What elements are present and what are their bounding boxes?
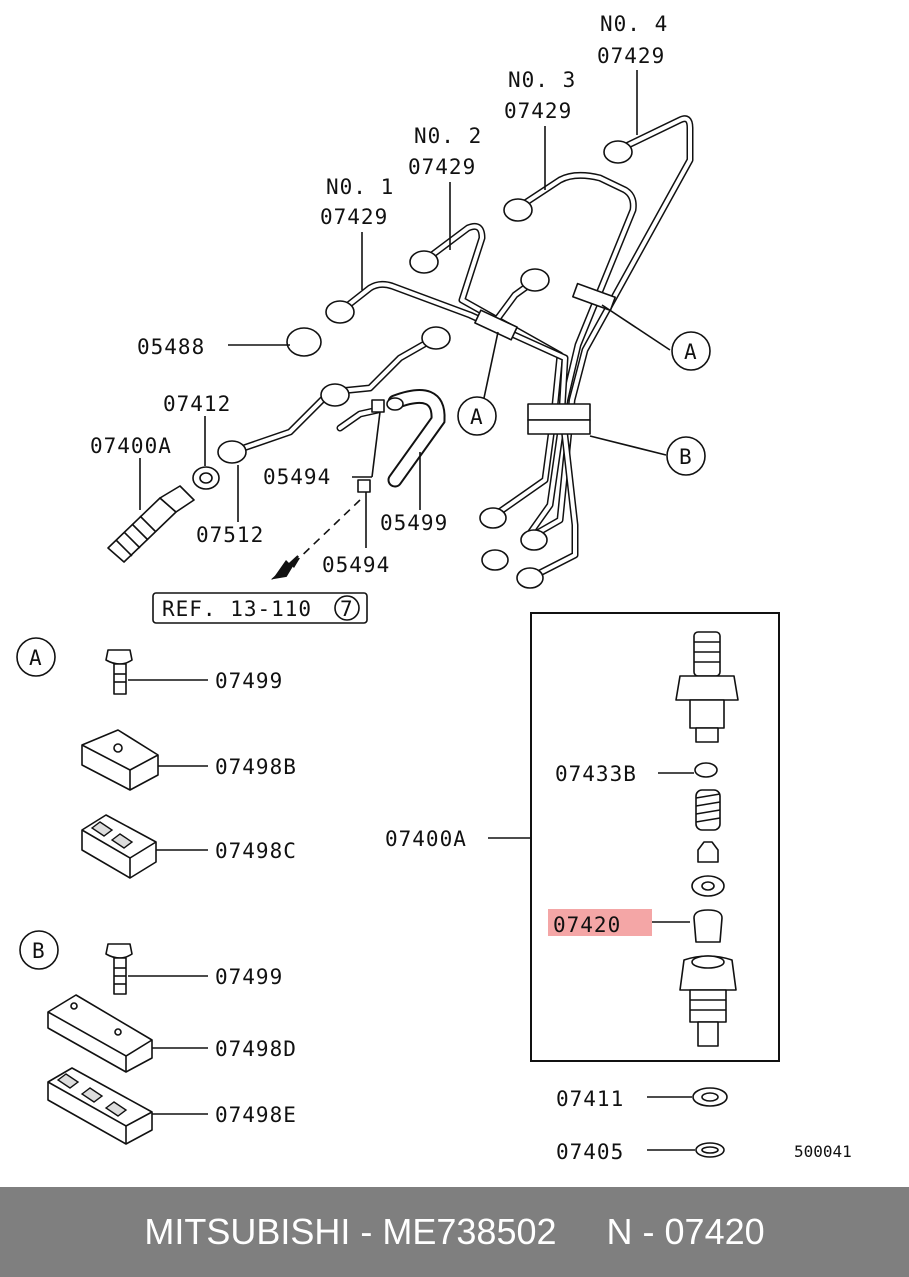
footer-brand: MITSUBISHI (144, 1211, 351, 1252)
label-07498e: 07498E (215, 1103, 297, 1127)
ref-arrow-head-icon (272, 558, 300, 580)
label-07405: 07405 (556, 1140, 624, 1164)
ref-label: REF. 13-110 (162, 597, 312, 621)
diagram-id: 500041 (794, 1142, 852, 1161)
injector-nozzle-small (107, 485, 195, 563)
label-no3-code: 07429 (504, 99, 572, 123)
label-05499: 05499 (380, 511, 448, 535)
label-07433b: 07433B (555, 762, 637, 786)
clamp-07498c-icon (81, 814, 157, 879)
section-a-circle (16, 637, 56, 677)
needle-valve-07420-icon (693, 909, 723, 943)
ref-box (152, 592, 368, 624)
shim-07433b-icon (694, 762, 718, 778)
callout-b-circle (666, 436, 706, 476)
callout-b: B (679, 445, 693, 469)
clamp-07498b-icon (81, 729, 159, 791)
section-b-circle (19, 930, 59, 970)
label-07400a: 07400A (90, 434, 172, 458)
label-07411: 07411 (556, 1087, 624, 1111)
label-no1: N0. 1 (326, 175, 394, 199)
label-no2-code: 07429 (408, 155, 476, 179)
footer-bar: MITSUBISHI - ME738502 N - 07420 (0, 1187, 909, 1277)
label-07420: 07420 (553, 913, 621, 937)
injection-pipes (228, 115, 694, 582)
callout-a-mid: A (470, 405, 484, 429)
footer-part-number: ME738502 (382, 1211, 557, 1252)
label-07512: 07512 (196, 523, 264, 547)
label-no1-code: 07429 (320, 205, 388, 229)
spring-seat-icon (697, 841, 719, 863)
ref-circle-icon (334, 595, 360, 621)
spring-icon (695, 789, 721, 831)
footer-n-label: N - 07420 (606, 1211, 765, 1252)
label-05488: 05488 (137, 335, 205, 359)
bolt-icon-b (105, 943, 133, 995)
label-no4-code: 07429 (597, 44, 665, 68)
label-05494-upper: 05494 (263, 465, 331, 489)
section-b-label: B (32, 939, 46, 963)
label-box-07400a: 07400A (385, 827, 467, 851)
leader-lines (139, 70, 671, 566)
parts-diagram: N0. 1 07429 N0. 2 07429 N0. 3 07429 N0. … (16, 12, 852, 1164)
label-no2: N0. 2 (414, 124, 482, 148)
callout-a-right: A (684, 340, 698, 364)
ref-circle-number: 7 (340, 597, 354, 621)
callout-a-circle-right (671, 331, 711, 371)
label-07498d: 07498D (215, 1037, 297, 1061)
label-no3: N0. 3 (508, 68, 576, 92)
label-a-07499: 07499 (215, 669, 283, 693)
footer-gap (557, 1211, 607, 1253)
label-07498b: 07498B (215, 755, 297, 779)
label-05494-lower: 05494 (322, 553, 390, 577)
label-no4: N0. 4 (600, 12, 668, 36)
retaining-nut-icon (679, 955, 737, 1047)
label-b-07499: 07499 (215, 965, 283, 989)
label-07412: 07412 (163, 392, 231, 416)
highlight-07420 (548, 909, 652, 936)
footer-sep: - (350, 1211, 383, 1252)
pipe-clamps (474, 282, 616, 435)
nozzle-detail-box (530, 612, 780, 1062)
clamp-07498d-icon (47, 994, 153, 1073)
bolt-icon (105, 649, 133, 695)
callout-a-circle-mid (457, 396, 497, 436)
label-07498c: 07498C (215, 839, 297, 863)
nozzle-holder-body-icon (675, 631, 739, 743)
clamp-07498e-icon (47, 1067, 153, 1145)
pipe-nuts (192, 140, 633, 589)
section-a-label: A (29, 646, 43, 670)
